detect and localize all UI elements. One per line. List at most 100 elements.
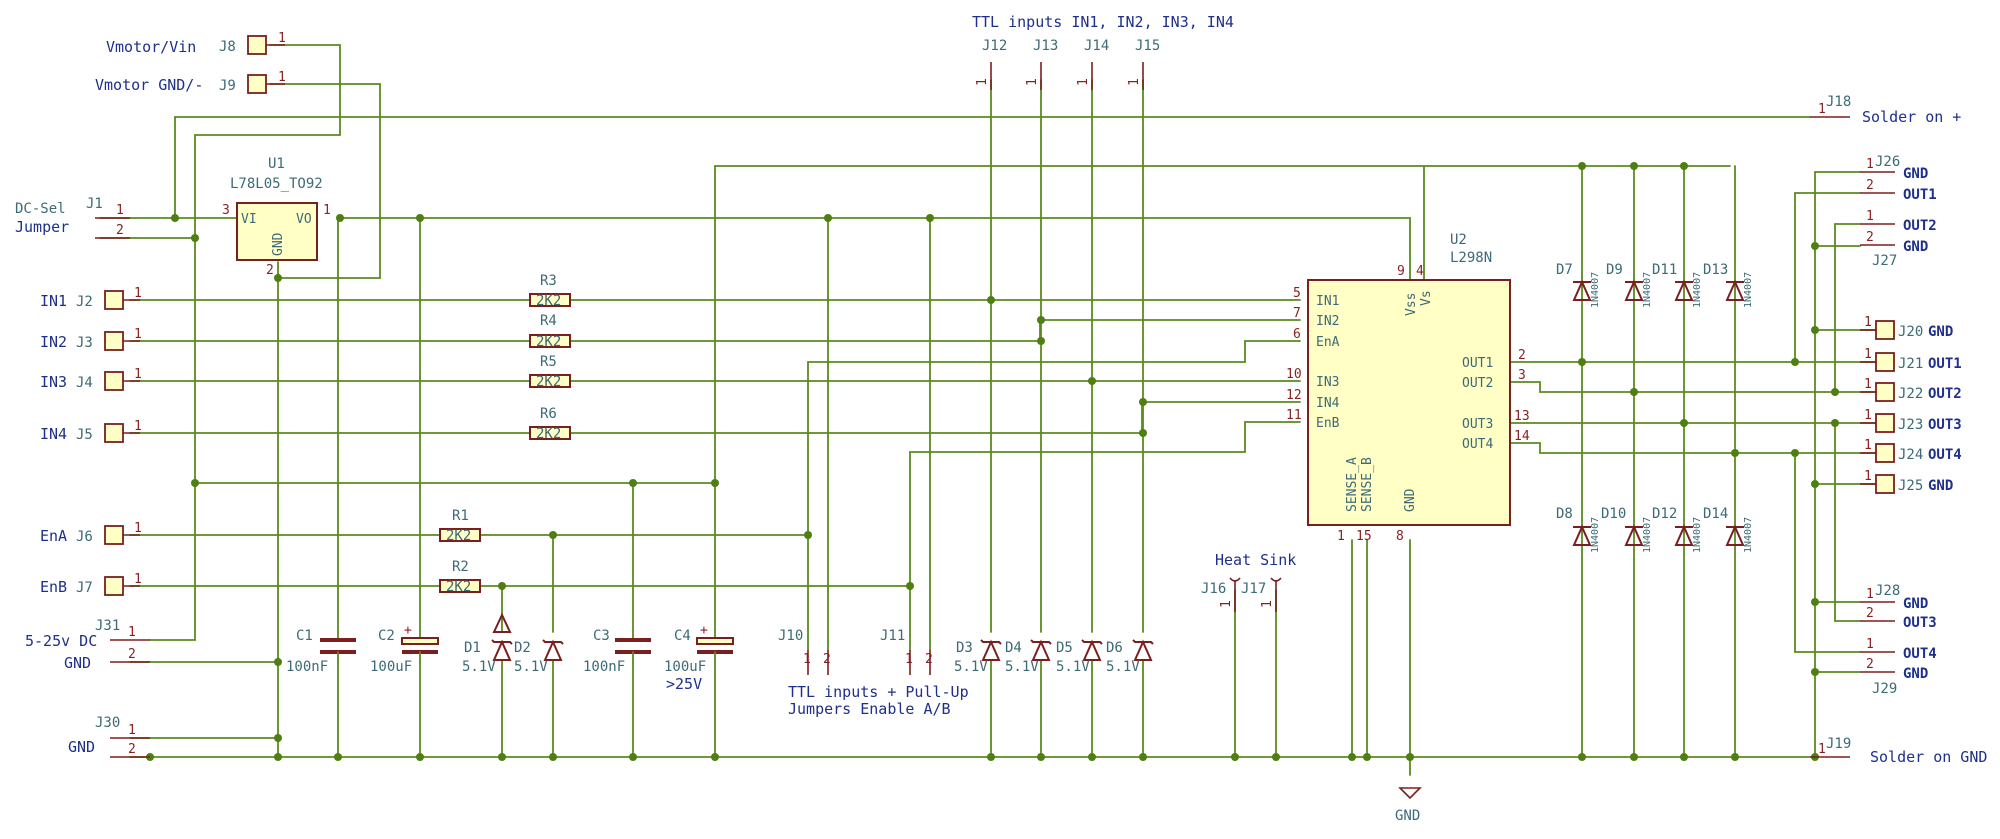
connector-j19[interactable]: J19 1 Solder on GND (1810, 736, 1987, 766)
connector-j15[interactable]: J15 1 (1127, 38, 1160, 90)
connector-j3[interactable] (104, 331, 124, 351)
u1-value: L78L05_TO92 (230, 176, 323, 192)
connector-j2[interactable] (104, 290, 124, 310)
u1-n-gnd: 2 (266, 263, 274, 278)
capacitor-c4[interactable]: + C4 100uF >25V (664, 623, 734, 693)
resistor-r2[interactable]: R2 2K2 (439, 559, 481, 595)
diode-d9[interactable]: D9 1N4007 (1606, 262, 1653, 308)
resistor-r1[interactable]: R1 2K2 (439, 508, 481, 544)
zener-d4[interactable]: D4 5.1V (1005, 639, 1052, 675)
capacitor-c1[interactable]: C1 100nF (286, 628, 356, 675)
connector-j25[interactable]: 1 J25 GND (1860, 469, 1953, 494)
zener-d3[interactable]: D3 5.1V (954, 639, 1002, 675)
connector-j27[interactable]: 1 2 OUT2 GND J27 (1860, 209, 1937, 269)
r3-value: 2K2 (536, 293, 561, 309)
connector-j17[interactable]: J17 1 (1241, 577, 1282, 612)
u2-pin-ena: EnA (1316, 335, 1340, 350)
j2-ref: J2 (76, 294, 93, 310)
j19-label: Solder on GND (1870, 748, 1987, 766)
j28-ref: J28 (1875, 583, 1900, 599)
r5-ref: R5 (540, 354, 557, 370)
connector-j26[interactable]: J26 1 2 GND OUT1 (1860, 154, 1937, 203)
gnd-junction (1680, 753, 1688, 761)
jumper-j11[interactable]: J11 1 2 (880, 628, 933, 675)
u1-n-vi: 3 (222, 203, 230, 218)
connector-j21[interactable]: 1 J21 OUT1 (1860, 347, 1962, 372)
gnd-junction (711, 753, 719, 761)
j28-label1: GND (1903, 596, 1928, 612)
c1-value: 100nF (286, 659, 328, 675)
connector-j14[interactable]: J14 1 (1076, 38, 1109, 90)
d9-value: 1N4007 (1642, 272, 1653, 308)
connector-j7[interactable] (104, 576, 124, 596)
d5-value: 5.1V (1056, 659, 1090, 675)
gnd-symbol: GND (1395, 787, 1422, 824)
gnd-symbol-label: GND (1395, 808, 1420, 824)
connector-j5[interactable] (104, 423, 124, 443)
capacitor-c2[interactable]: + C2 100uF (370, 623, 439, 675)
gnd-junction (1363, 753, 1371, 761)
j2-pin: 1 (134, 286, 142, 301)
j9-ref: J9 (219, 78, 236, 94)
diode-d12[interactable]: D12 1N4007 (1652, 506, 1703, 553)
connector-j18[interactable]: J18 1 Solder on + (1810, 94, 1961, 126)
u2-pin-in1: IN1 (1316, 294, 1339, 309)
connector-j6[interactable] (104, 525, 124, 545)
zener-d1[interactable]: D1 5.1V (462, 612, 513, 675)
diode-d13[interactable]: D13 1N4007 (1703, 262, 1754, 308)
u2-pin-in3: IN3 (1316, 375, 1339, 390)
zener-d2[interactable]: D2 5.1V (514, 639, 564, 675)
u2-pin-vs: Vs (1419, 290, 1434, 306)
left-connectors: Vmotor/Vin J8 1 Vmotor GND/- J9 1 DC-Sel… (15, 31, 286, 758)
connector-j13[interactable]: J13 1 (1025, 38, 1058, 90)
connector-j28[interactable]: J28 1 2 GND OUT3 (1860, 583, 1937, 631)
resistor-r5[interactable]: R5 2K2 (529, 354, 571, 390)
j9-label: Vmotor GND/- (95, 76, 203, 94)
zener-d5[interactable]: D5 5.1V (1056, 639, 1103, 675)
junctions (146, 162, 1839, 761)
gnd-junction (1088, 753, 1096, 761)
u1-ref: U1 (268, 156, 285, 172)
connector-j20[interactable]: 1 J20 GND (1860, 315, 1953, 340)
ttl-connectors: TTL inputs IN1, IN2, IN3, IN4 J12 1 J13 … (972, 13, 1234, 90)
j26-ref: J26 (1875, 154, 1900, 170)
driver-u2[interactable]: U2 L298N IN1 5 IN2 7 EnA 6 IN3 10 IN4 12… (1286, 232, 1530, 544)
connector-j24[interactable]: 1 J24 OUT4 (1860, 438, 1962, 463)
diode-d10[interactable]: D10 1N4007 (1601, 506, 1653, 553)
j5-pin: 1 (134, 419, 142, 434)
j24-ref: J24 (1898, 447, 1923, 463)
j30-label: GND (68, 738, 95, 756)
u2-num-in2: 7 (1293, 306, 1301, 321)
j24-label: OUT4 (1928, 447, 1962, 463)
connector-j16[interactable]: J16 1 (1201, 577, 1241, 612)
diode-d11[interactable]: D11 1N4007 (1652, 262, 1703, 308)
connector-j22[interactable]: 1 J22 OUT2 (1860, 377, 1962, 402)
jumper-j10[interactable]: J10 1 2 (778, 628, 831, 675)
j13-pin: 1 (1025, 78, 1040, 86)
connector-j8[interactable] (247, 35, 267, 55)
connector-j12[interactable]: J12 1 (975, 38, 1007, 90)
diode-d7[interactable]: D7 1N4007 (1556, 262, 1601, 308)
u1-pin-vi: VI (241, 212, 257, 227)
j9-pin: 1 (278, 70, 286, 85)
connector-j4[interactable] (104, 371, 124, 391)
r4-ref: R4 (540, 313, 557, 329)
u2-num-vs: 4 (1416, 264, 1424, 279)
regulator-u1[interactable]: U1 L78L05_TO92 VI VO GND 3 1 2 (222, 156, 331, 278)
u2-num-gnd: 8 (1396, 529, 1404, 544)
resistor-r4[interactable]: R4 2K2 (529, 313, 571, 350)
zener-d6[interactable]: D6 5.1V (1106, 639, 1154, 675)
j31-label: 5-25v DC (25, 632, 97, 650)
resistor-r6[interactable]: R6 2K2 (529, 406, 571, 442)
connector-j9[interactable] (247, 74, 267, 94)
u1-n-vo: 1 (323, 203, 331, 218)
j27-pin1: 1 (1866, 209, 1874, 224)
resistor-r3[interactable]: R3 2K2 (529, 273, 571, 309)
d10-ref: D10 (1601, 506, 1626, 522)
capacitor-c3[interactable]: C3 100nF (583, 628, 651, 675)
connector-j23[interactable]: 1 J23 OUT3 (1860, 408, 1962, 433)
diode-d14[interactable]: D14 1N4007 (1703, 506, 1754, 553)
connector-j29[interactable]: 1 2 OUT4 GND J29 (1860, 637, 1937, 697)
diode-d8[interactable]: D8 1N4007 (1556, 506, 1601, 553)
